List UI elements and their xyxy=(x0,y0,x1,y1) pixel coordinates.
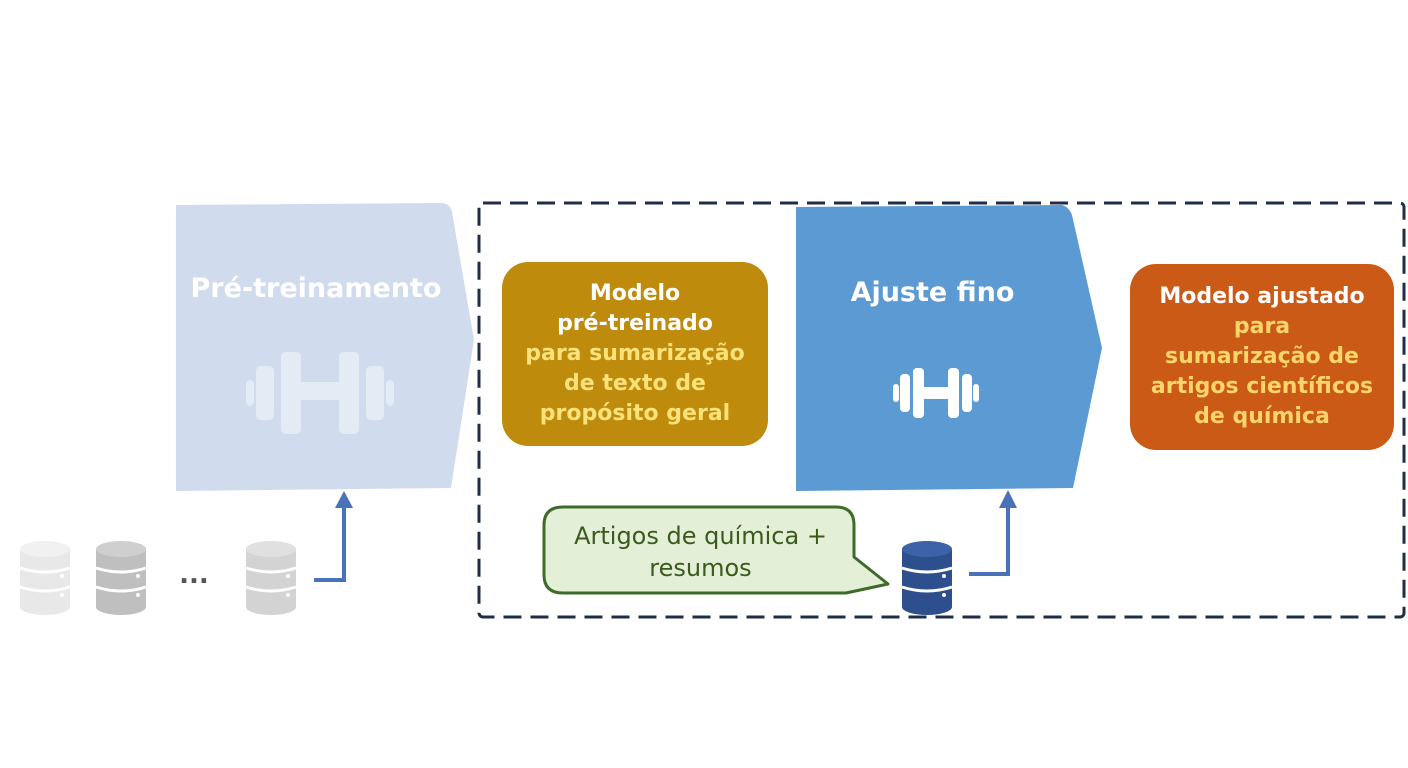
dataset-callout-line: resumos xyxy=(649,554,752,582)
finetuned-subtitle-line: sumarização de xyxy=(1165,344,1359,369)
pretrained-subtitle-line: de texto de xyxy=(564,371,706,396)
dataset-callout-line: Artigos de química + xyxy=(574,522,827,550)
pretrained-subtitle-line: para sumarização xyxy=(525,341,745,366)
finetuned-model-box: Modelo ajustado para sumarização de arti… xyxy=(1130,264,1394,450)
finetuned-subtitle-line: de química xyxy=(1194,404,1330,429)
ellipsis: ... xyxy=(179,560,209,590)
pretraining-arrow xyxy=(176,203,474,491)
finetuning-label: Ajuste fino xyxy=(850,277,1015,308)
pretrained-title-line: pré-treinado xyxy=(557,311,713,336)
dumbbell-icon xyxy=(246,352,394,434)
database-icon xyxy=(95,541,147,615)
finetuning-input-connector xyxy=(969,506,1010,576)
pretrained-subtitle-line: propósito geral xyxy=(539,401,731,426)
dataset-callout-bubble xyxy=(542,505,890,595)
chemistry-dataset-database-icon xyxy=(901,541,953,615)
finetuning-region-border xyxy=(477,201,1406,619)
pretrained-title-line: Modelo xyxy=(589,281,681,306)
pretrained-model-box: Modelo pré-treinado para sumarização de … xyxy=(502,262,768,446)
finetuned-title-line: Modelo ajustado xyxy=(1159,284,1365,309)
database-icon xyxy=(19,541,71,615)
finetuning-arrow xyxy=(796,205,1102,491)
pretraining-input-connector xyxy=(314,506,346,582)
pretraining-input-arrowhead xyxy=(335,491,353,508)
dataset-callout-text: Artigos de química + resumos xyxy=(548,520,853,584)
finetuned-subtitle-line: para xyxy=(1233,314,1291,339)
finetuning-input-arrowhead xyxy=(999,490,1017,508)
pretraining-label: Pré-treinamento xyxy=(190,273,442,304)
dumbbell-icon xyxy=(893,368,979,418)
database-icon xyxy=(245,541,297,615)
finetuned-subtitle-line: artigos científicos xyxy=(1150,374,1374,399)
